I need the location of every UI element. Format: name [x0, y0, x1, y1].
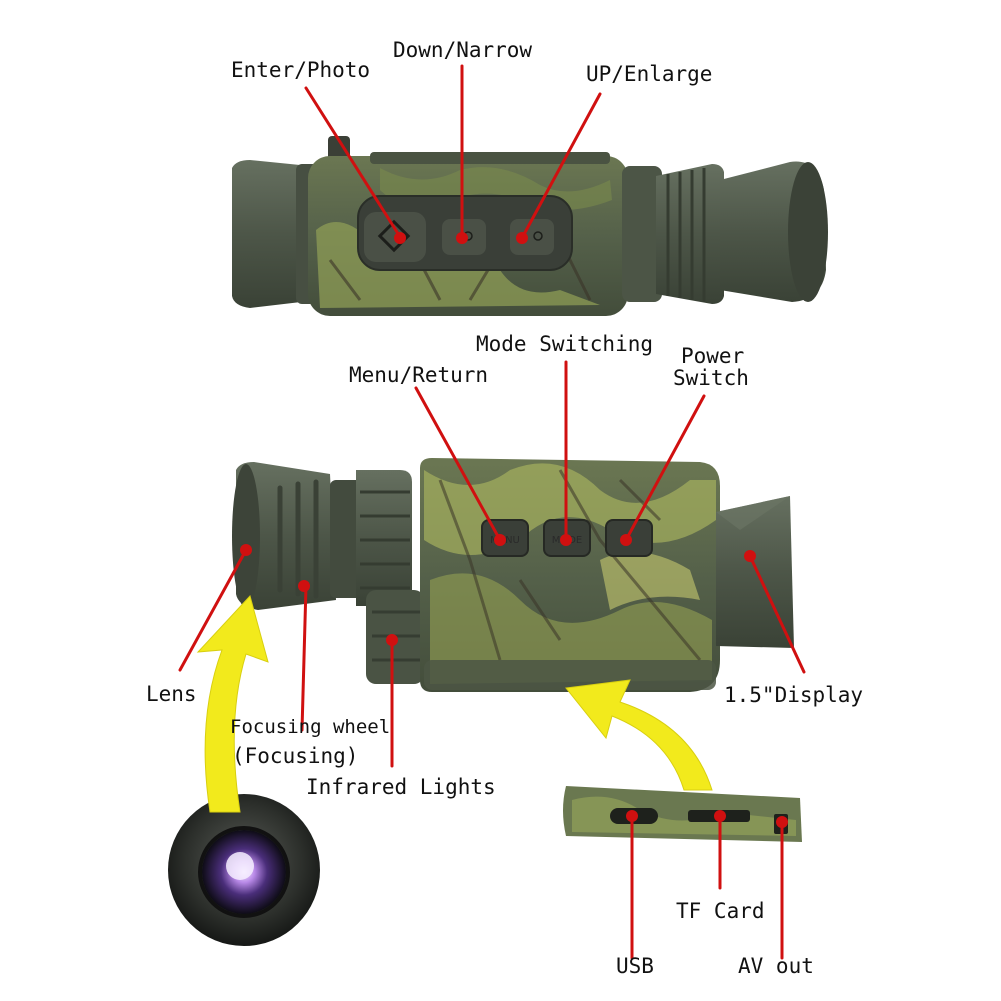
- focus-ring-ribs: [666, 168, 706, 302]
- bottom-ridge: [424, 660, 716, 690]
- lens-grip-ribs: [277, 479, 319, 599]
- label-power-line1: Power: [681, 344, 745, 368]
- label-mode-switching: Mode Switching: [476, 332, 654, 356]
- label-down-narrow: Down/Narrow: [393, 38, 533, 62]
- collar-top: [622, 166, 662, 302]
- objective-lens-body: [236, 462, 336, 610]
- focus-collar-ribs: [360, 490, 410, 590]
- camo-patch: [430, 573, 712, 684]
- port-strip: [563, 786, 802, 842]
- camo-patch: [600, 552, 700, 610]
- plus-icon: [533, 231, 543, 241]
- label-av-out: AV out: [738, 954, 814, 978]
- yellow-arrow-ports: [565, 679, 713, 791]
- lens-closeup: [168, 794, 320, 946]
- label-power-line2: Switch: [673, 366, 749, 390]
- label-display: 1.5"Display: [724, 683, 864, 707]
- focus-collar: [356, 470, 412, 606]
- label-enter-photo: Enter/Photo: [231, 58, 371, 82]
- pointer-dots: [240, 232, 788, 828]
- label-up-enlarge: UP/Enlarge: [586, 62, 713, 86]
- label-infrared-lights: Infrared Lights: [306, 775, 496, 799]
- lens-front: [232, 464, 260, 608]
- label-lens: Lens: [146, 682, 197, 706]
- label-focusing-wheel: Focusing wheel: [230, 716, 391, 738]
- label-menu-return: Menu/Return: [349, 363, 489, 387]
- objective-end-top: [788, 162, 828, 302]
- up-enlarge-button: [510, 219, 554, 255]
- focus-ring-top: [656, 164, 724, 304]
- pointer-lines: [178, 64, 806, 960]
- camo-branches: [438, 469, 702, 661]
- grip-ridge: [370, 152, 610, 164]
- label-focusing: (Focusing): [232, 744, 359, 768]
- device-top-view: [232, 136, 828, 316]
- yellow-arrow-lens: [196, 595, 269, 813]
- label-tf-card: TF Card: [676, 899, 765, 923]
- label-usb: USB: [616, 954, 654, 978]
- device-side-view: MENU MODE: [232, 458, 794, 692]
- strap-loop: [328, 136, 350, 160]
